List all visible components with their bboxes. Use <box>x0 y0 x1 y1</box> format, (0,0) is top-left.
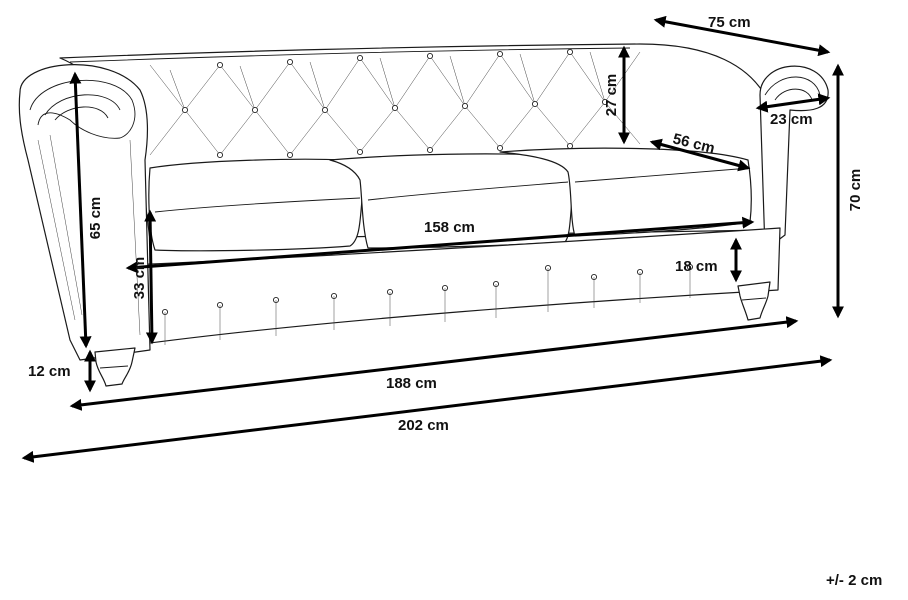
tolerance-note: +/- 2 cm <box>826 572 882 589</box>
seat-width-arrow <box>125 216 755 274</box>
label-inner-width: 188 cm <box>386 375 437 392</box>
sofa-leg-right <box>737 281 771 321</box>
label-total-height: 70 cm <box>847 169 864 212</box>
back-buttons <box>181 48 609 159</box>
dimension-lines <box>21 15 844 463</box>
sofa-drawing <box>18 43 829 387</box>
label-leg-height: 12 cm <box>28 363 71 380</box>
label-seat-height: 33 cm <box>131 257 148 300</box>
label-back-height: 27 cm <box>603 74 620 117</box>
total-width-arrow <box>21 355 833 463</box>
arm-width-arrow <box>755 93 831 113</box>
seat-cushion-left <box>148 158 364 252</box>
dimension-labels: 75 cm 27 cm 56 cm 23 cm 70 cm 65 cm 158 … <box>28 14 864 434</box>
label-arm-width: 23 cm <box>770 111 813 128</box>
seat-depth-arrow <box>649 138 751 172</box>
depth-top-arrow <box>653 15 831 57</box>
sofa-right-arm <box>759 65 829 251</box>
label-depth-top: 75 cm <box>708 14 751 31</box>
label-seat-width: 158 cm <box>424 219 475 236</box>
label-total-width: 202 cm <box>398 417 449 434</box>
label-cushion-height: 18 cm <box>675 258 718 275</box>
label-arm-height: 65 cm <box>87 197 104 240</box>
arm-height-arrow <box>69 71 92 349</box>
seat-height-arrow <box>144 209 158 345</box>
sofa-back-roll <box>69 47 631 63</box>
